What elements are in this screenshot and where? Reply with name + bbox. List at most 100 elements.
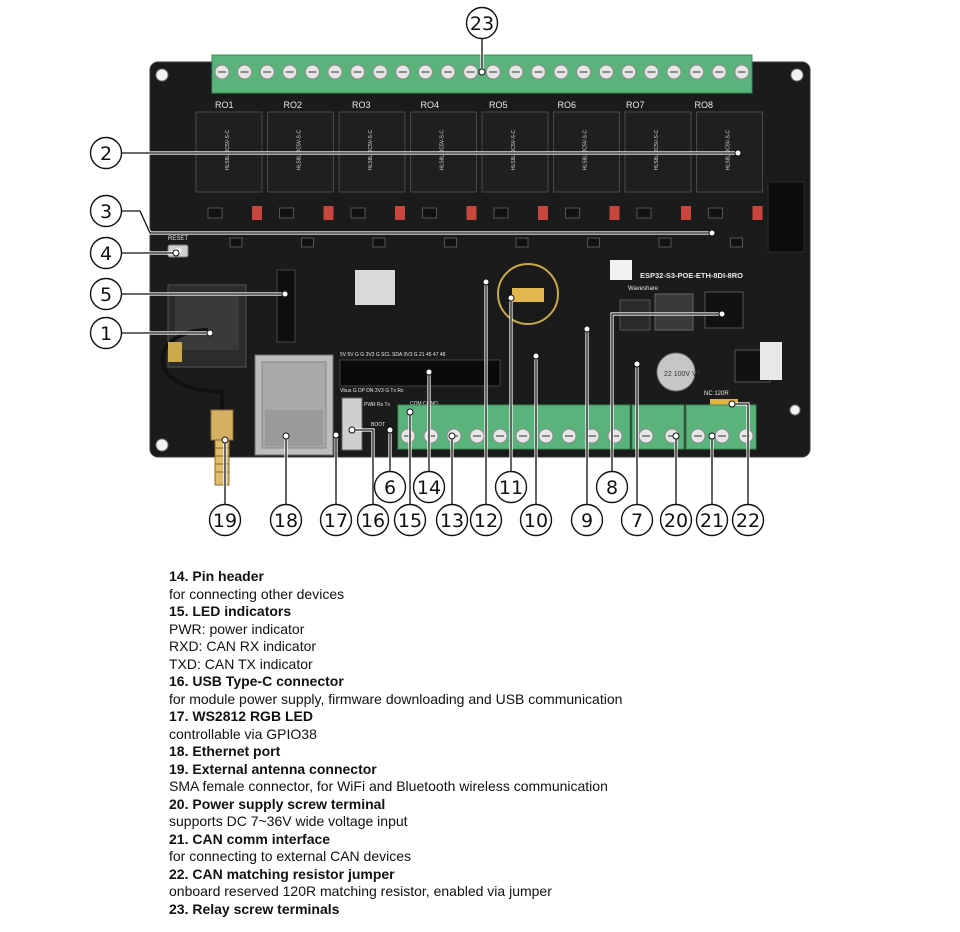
legend-title: 21. CAN comm interface bbox=[169, 830, 331, 847]
rtc-battery-holder bbox=[497, 263, 559, 325]
callout-6: 6 bbox=[373, 470, 407, 504]
relay-part-text: HLS8L-DC5V-S-C bbox=[511, 129, 517, 170]
callout-number: 5 bbox=[100, 284, 112, 306]
relay-part-text: HLS8L-DC5V-S-C bbox=[368, 129, 374, 170]
relay-screw bbox=[530, 64, 546, 80]
callout-9: 9 bbox=[570, 503, 604, 537]
leader-dot bbox=[406, 408, 414, 416]
relay-screw bbox=[666, 64, 682, 80]
legend-description: RXD: CAN RX indicator bbox=[169, 638, 317, 654]
legend-title: 14. Pin header bbox=[169, 568, 264, 584]
callout-23: 23 bbox=[465, 6, 499, 40]
leader-dot bbox=[348, 426, 356, 434]
relay-screw bbox=[237, 64, 253, 80]
leader-dot bbox=[482, 278, 490, 286]
bottom-screw bbox=[538, 428, 554, 444]
callout-number: 12 bbox=[474, 510, 498, 532]
callout-10: 10 bbox=[519, 503, 553, 537]
relay-screw bbox=[372, 64, 388, 80]
legend-description: supports DC 7~36V wide voltage input bbox=[169, 813, 408, 829]
relay-part-text: HLS8L-DC5V-S-C bbox=[225, 129, 231, 170]
callout-number: 9 bbox=[581, 510, 593, 532]
callout-number: 11 bbox=[499, 477, 523, 499]
relay-label: RO2 bbox=[284, 100, 303, 110]
callout-number: 13 bbox=[440, 510, 464, 532]
pin-header-bottom-labels: Vbus G DP DN 3V3 G Tx Rx bbox=[340, 388, 404, 394]
leader-dot bbox=[633, 360, 641, 368]
relay-part-text: HLS8L-DC5V-S-C bbox=[654, 129, 660, 170]
legend-description: PWR: power indicator bbox=[169, 620, 305, 637]
callout-13: 13 bbox=[435, 503, 469, 537]
callout-number: 6 bbox=[384, 477, 396, 499]
callout-number: 10 bbox=[524, 510, 548, 532]
led-labels: PWR Rx Tx bbox=[364, 402, 391, 408]
relay-screw bbox=[304, 64, 320, 80]
callout-12: 12 bbox=[469, 503, 503, 537]
leader-dot bbox=[708, 432, 716, 440]
callout-number: 18 bbox=[274, 510, 298, 532]
callout-17: 17 bbox=[319, 503, 353, 537]
callout-number: 1 bbox=[100, 323, 112, 345]
can-resistor-jumper[interactable]: NC 120R bbox=[704, 391, 738, 408]
relay-part-text: HLS8L-DC5V-S-C bbox=[726, 129, 732, 170]
callout-5: 5 bbox=[89, 277, 123, 311]
leader-dot bbox=[734, 149, 742, 157]
callout-number: 23 bbox=[470, 13, 494, 35]
relay-screw bbox=[734, 64, 750, 80]
leader-dot bbox=[718, 310, 726, 318]
relay-driver bbox=[207, 206, 262, 248]
leader-dot bbox=[672, 432, 680, 440]
callout-number: 3 bbox=[100, 201, 112, 223]
relay-label: RO1 bbox=[215, 100, 234, 110]
relay-part-text: HLS8L-DC5V-S-C bbox=[583, 129, 589, 170]
relay-label: RO6 bbox=[558, 100, 577, 110]
legend-description: SMA female connector, for WiFi and Bluet… bbox=[169, 778, 608, 794]
relay-part-text: HLS8L-DC5V-S-C bbox=[440, 129, 446, 170]
relay-driver bbox=[350, 206, 405, 248]
legend-title: 18. Ethernet port bbox=[169, 743, 281, 759]
bottom-screw bbox=[638, 428, 654, 444]
bottom-screw bbox=[690, 428, 706, 444]
pin-header: 5V 5V G G 3V3 G SCL SDA 3V3 G 21 45 47 4… bbox=[339, 352, 501, 394]
relay-label: RO5 bbox=[489, 100, 508, 110]
legend-title: 15. LED indicators bbox=[169, 603, 292, 619]
bottom-screw bbox=[469, 428, 485, 444]
white-resistor-block bbox=[760, 342, 782, 380]
callout-number: 7 bbox=[631, 510, 643, 532]
capacitor: 22 100V VT bbox=[656, 352, 702, 392]
callout-11: 11 bbox=[494, 470, 528, 504]
bottom-screw bbox=[561, 428, 577, 444]
legend-title: 20. Power supply screw terminal bbox=[169, 795, 386, 812]
leader-dot bbox=[478, 68, 486, 76]
relay-driver bbox=[422, 206, 477, 248]
relay-screw bbox=[598, 64, 614, 80]
leader-dot bbox=[221, 436, 229, 444]
relay-screw bbox=[214, 64, 230, 80]
relay-part-text: HLS8L-DC5V-S-C bbox=[297, 129, 303, 170]
usb-type-c-connector bbox=[341, 397, 363, 451]
boot-label: BOOT bbox=[371, 422, 385, 428]
legend-description: for connecting to external CAN devices bbox=[169, 848, 412, 864]
legend-description: for module power supply, firmware downlo… bbox=[169, 690, 623, 707]
resistor-labels: NC 120R bbox=[704, 391, 729, 397]
relay-screw bbox=[621, 64, 637, 80]
callout-15: 15 bbox=[393, 503, 427, 537]
leader-dot bbox=[583, 325, 591, 333]
callout-number: 4 bbox=[100, 243, 112, 265]
callout-number: 2 bbox=[100, 143, 112, 165]
brand-label: Waveshare bbox=[628, 286, 659, 292]
callout-20: 20 bbox=[659, 503, 693, 537]
reset-label: RESET bbox=[168, 236, 188, 242]
leader-line bbox=[122, 210, 712, 234]
ethernet-port bbox=[254, 354, 334, 456]
legend-title: 17. WS2812 RGB LED bbox=[169, 708, 313, 724]
legend-title: 16. USB Type-C connector bbox=[169, 673, 344, 689]
callout-3: 3 bbox=[89, 194, 123, 228]
callout-number: 16 bbox=[361, 510, 385, 532]
legend-description: onboard reserved 120R matching resistor,… bbox=[169, 883, 552, 899]
relay-screw bbox=[553, 64, 569, 80]
